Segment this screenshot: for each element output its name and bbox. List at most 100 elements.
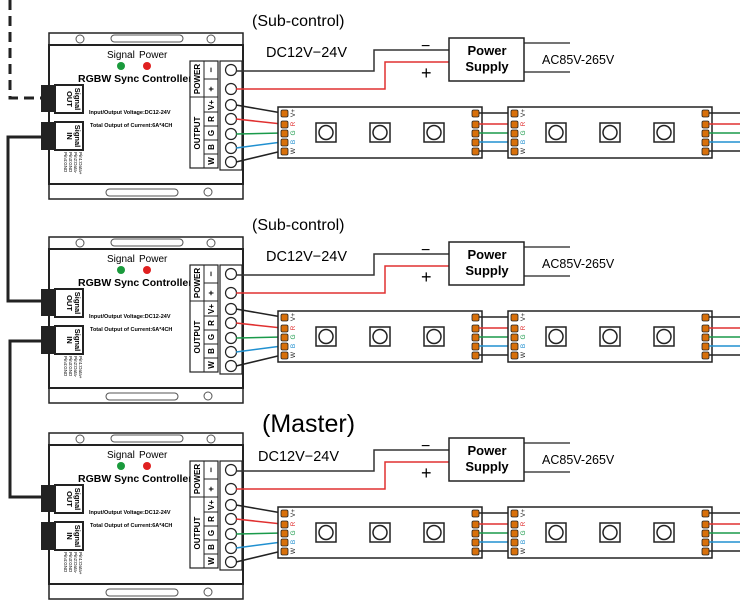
screw-terminal-icon[interactable] (224, 463, 238, 477)
mount-slot-icon (105, 392, 179, 401)
strip-pad-label: B (520, 344, 527, 348)
signal-in-connector[interactable] (41, 326, 54, 354)
solder-pad-icon (280, 313, 289, 322)
signal-in-connector[interactable] (41, 522, 54, 550)
output-term-label: B (207, 348, 216, 354)
solder-pad-icon (280, 147, 289, 156)
led-strip: V+ R G B W (277, 106, 483, 159)
solder-pad-icon (510, 351, 519, 360)
solder-pad-icon (701, 129, 710, 138)
signal-out-label: SignalOUT (65, 292, 82, 315)
screw-terminal-icon[interactable] (224, 63, 238, 77)
strip-pad-label: R (520, 121, 527, 126)
solder-pad-icon (701, 529, 710, 538)
power-term-label: + (206, 86, 216, 91)
power-term-label: + (206, 290, 216, 295)
dc-voltage-label: DC12V−24V (266, 249, 347, 265)
solder-pad-icon (471, 324, 480, 333)
screw-terminal-icon[interactable] (224, 127, 238, 141)
output-wire (235, 518, 283, 525)
voltage-spec: Input/Output Voltage:DC12-24V (89, 314, 171, 320)
current-spec: Total Output of Current:6A*4CH (90, 123, 172, 129)
signal-in-label: SignalIN (65, 125, 82, 148)
screw-terminal-icon[interactable] (224, 112, 238, 126)
screw-terminal-icon[interactable] (224, 267, 238, 281)
output-header: OUTPUT (193, 516, 202, 549)
screw-terminal-icon[interactable] (224, 498, 238, 512)
svg-text:Supply: Supply (465, 263, 509, 278)
output-term-label: W (207, 157, 216, 165)
current-spec: Total Output of Current:6A*4CH (90, 523, 172, 529)
solder-pad-icon (701, 324, 710, 333)
screw-terminal-icon[interactable] (224, 316, 238, 330)
power-label: Power (139, 450, 168, 461)
solder-pad-icon (510, 529, 519, 538)
screw-terminal-icon[interactable] (224, 555, 238, 569)
controller: Signal Power RGBW Sync Controller Signal… (41, 236, 244, 404)
screw-terminal-icon[interactable] (224, 512, 238, 526)
led-strip: V+ R G B W (507, 310, 713, 363)
screw-terminal-icon[interactable] (224, 302, 238, 316)
solder-pad-icon (510, 333, 519, 342)
power-led-icon (143, 266, 151, 274)
strip-pad-label: R (290, 121, 297, 126)
power-label: Power (139, 254, 168, 265)
wire-dc-plus (236, 61, 449, 90)
controller: Signal Power RGBW Sync Controller Signal… (41, 432, 244, 600)
mount-slot-icon (105, 588, 179, 597)
power-term-label: − (206, 67, 216, 72)
wire-dc-minus (236, 449, 449, 472)
ac-voltage-label: AC85V-265V (542, 257, 615, 271)
signal-out-connector[interactable] (41, 485, 54, 512)
solder-pad-icon (701, 520, 710, 529)
power-led-icon (143, 462, 151, 470)
mount-hole-icon (206, 34, 216, 44)
pin-note: Pin3:GND (68, 552, 73, 573)
signal-out-connector[interactable] (41, 85, 54, 112)
solder-pad-icon (471, 529, 480, 538)
strip-pad-label: V+ (520, 313, 527, 321)
strip-pad-label: R (520, 521, 527, 526)
strip-pad-label: W (290, 147, 297, 154)
signal-label: Signal (107, 254, 135, 265)
mount-hole-icon (203, 587, 213, 597)
screw-terminal-icon[interactable] (224, 541, 238, 555)
dc-voltage-label: DC12V−24V (266, 45, 347, 61)
unit-title: (Sub-control) (252, 13, 344, 30)
screw-terminal-icon[interactable] (224, 155, 238, 169)
output-term-label: R (207, 320, 216, 326)
screw-terminal-icon[interactable] (224, 141, 238, 155)
strip-pad-label: V+ (520, 109, 527, 117)
signal-in-connector[interactable] (41, 122, 54, 150)
current-spec: Total Output of Current:6A*4CH (90, 327, 172, 333)
screw-terminal-icon[interactable] (224, 345, 238, 359)
controller-name: RGBW Sync Controller (78, 473, 192, 485)
pin-note: Pin2:Data- (73, 152, 78, 174)
screw-terminal-icon[interactable] (224, 286, 238, 300)
screw-terminal-icon[interactable] (224, 98, 238, 112)
screw-terminal-icon[interactable] (224, 331, 238, 345)
led-strip: V+ R G B W (277, 506, 483, 559)
solder-pad-icon (280, 129, 289, 138)
mount-slot-icon (105, 188, 179, 197)
solder-pad-icon (510, 147, 519, 156)
mount-hole-icon (75, 34, 85, 44)
screw-terminal-icon[interactable] (224, 482, 238, 496)
screw-terminal-icon[interactable] (224, 82, 238, 96)
screw-terminal-icon[interactable] (224, 359, 238, 373)
solder-pad-icon (471, 547, 480, 556)
strip-pad-label: G (520, 334, 527, 339)
wire-dc-plus (236, 265, 449, 294)
solder-pad-icon (701, 538, 710, 547)
svg-text:Power: Power (467, 247, 506, 262)
power-term-label: − (206, 467, 216, 472)
plus-symbol: + (421, 463, 432, 483)
strip-pad-label: R (290, 325, 297, 330)
strip-pad-label: W (520, 351, 527, 358)
output-term-label: G (207, 530, 216, 536)
output-term-label: V+ (207, 304, 216, 314)
pin-note: Pin4:GND (63, 356, 68, 377)
unit-1: (Sub-control) Signal Power RGBW Sync Con… (41, 13, 740, 200)
screw-terminal-icon[interactable] (224, 527, 238, 541)
signal-out-connector[interactable] (41, 289, 54, 316)
